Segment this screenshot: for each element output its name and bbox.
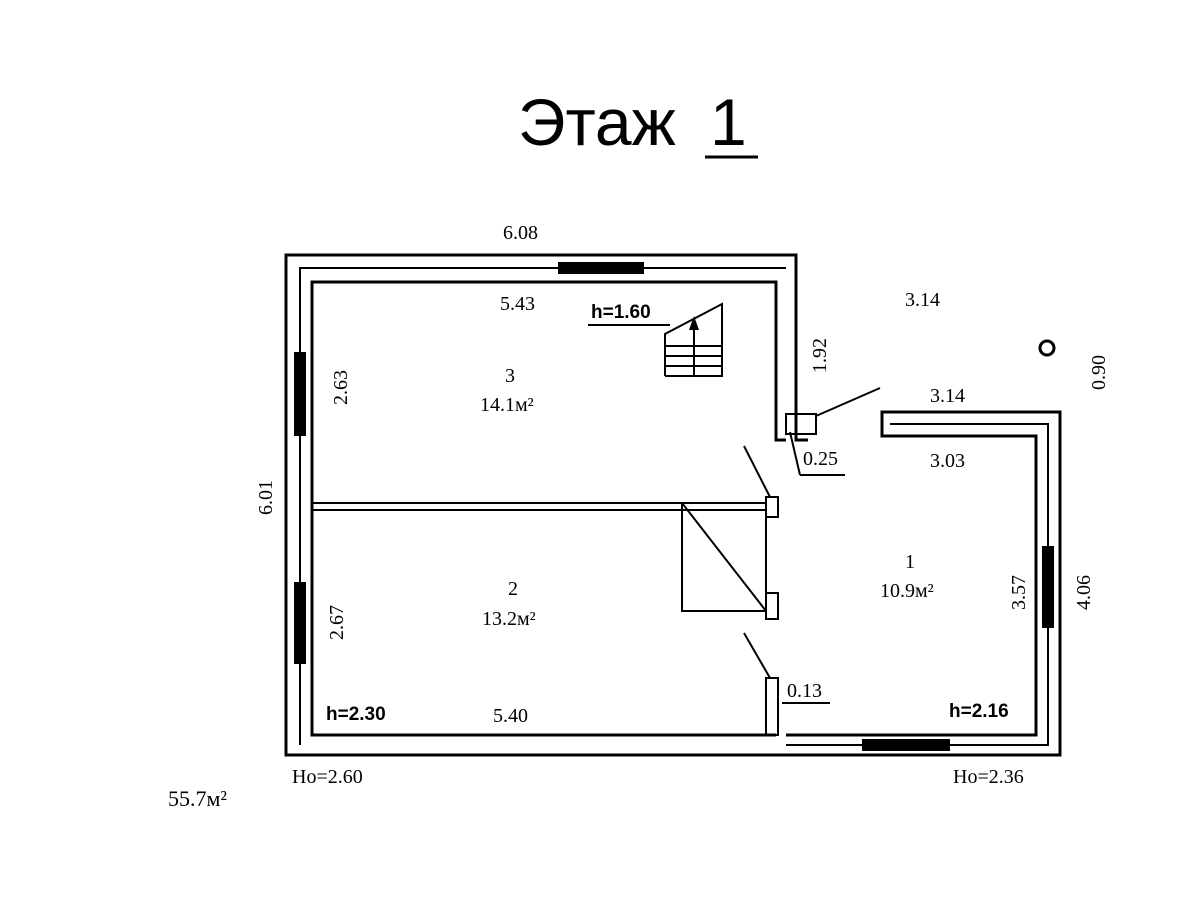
dim-annex-offset: 0.90 — [1088, 355, 1110, 390]
window-bottom — [862, 739, 950, 751]
room-3-number: 3 — [505, 365, 515, 387]
column-circle-icon — [1038, 339, 1056, 357]
windows — [294, 262, 1054, 751]
stair-void — [681, 502, 767, 612]
floor-title-prefix: Этаж — [518, 85, 676, 159]
dim-annex-outer-top-left: 3.14 — [905, 289, 940, 311]
window-right — [1042, 546, 1054, 628]
wall-stub — [785, 413, 817, 435]
dim-room3-left: 2.63 — [330, 370, 352, 405]
stair-height-label: h=1.60 — [591, 302, 651, 323]
window-left-lower — [294, 582, 306, 664]
main-outer-wall — [284, 253, 808, 757]
dim-annex-right-inner: 3.57 — [1008, 575, 1030, 610]
room1-height-label: h=2.16 — [949, 701, 1009, 722]
window-left-upper — [294, 352, 306, 436]
dim-wall-0-25: 0.25 — [803, 448, 838, 470]
dim-wall-0-13: 0.13 — [787, 680, 822, 702]
dim-partition-vertical: 1.92 — [809, 338, 831, 373]
staircase — [664, 302, 723, 377]
dim-top-outer: 6.08 — [503, 222, 538, 244]
room-1-area: 10.9м² — [880, 580, 934, 602]
room2-height-label: h=2.30 — [326, 704, 386, 725]
dim-left-outer: 6.01 — [255, 480, 277, 515]
room-2-number: 2 — [508, 578, 518, 600]
annex-ho-label: Но=2.36 — [953, 766, 1024, 788]
dim-annex-inner-top: 3.03 — [930, 450, 965, 472]
leader-0-25-diag — [789, 431, 801, 476]
window-top — [558, 262, 644, 274]
total-area: 55.7м² — [168, 786, 227, 811]
room-2-area: 13.2м² — [482, 608, 536, 630]
main-ho-label: Но=2.60 — [292, 766, 363, 788]
dim-top-inner: 5.43 — [500, 293, 535, 315]
room-1-number: 1 — [905, 551, 915, 573]
floor-title-number: 1 — [710, 85, 747, 159]
dim-room2-left: 2.67 — [326, 605, 348, 640]
dim-annex-right-outer: 4.06 — [1073, 575, 1095, 610]
room-3-area: 14.1м² — [480, 394, 534, 416]
dim-annex-outer-top: 3.14 — [930, 385, 965, 407]
door-swings — [743, 387, 881, 679]
dim-room2-bottom: 5.40 — [493, 705, 528, 727]
partition — [312, 496, 779, 736]
